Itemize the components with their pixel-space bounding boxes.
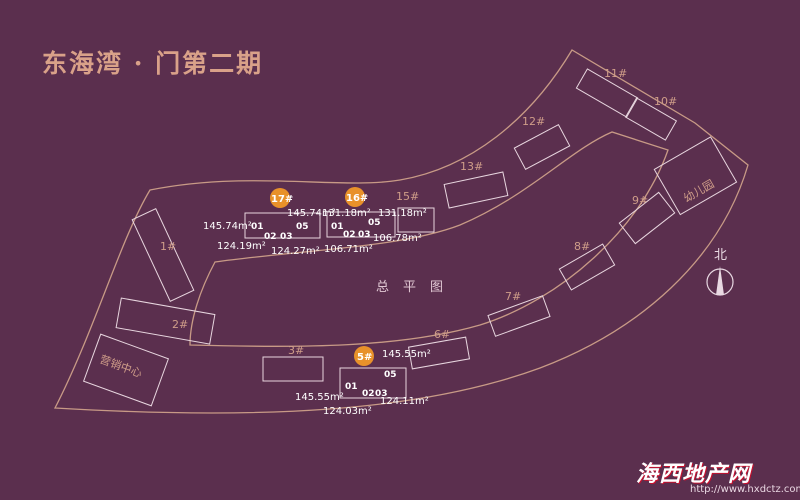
building-12: 12# <box>513 115 571 171</box>
unit-03: 03 <box>375 389 388 399</box>
building-17[interactable]: 17# 01 02 03 05 145.74m² 145.74m² 124.19… <box>203 188 336 257</box>
building-16-label: 16# <box>346 193 368 204</box>
area-d: 124.11m² <box>380 396 429 407</box>
area-a: 145.74m² <box>203 221 252 232</box>
building-2: 2# <box>115 297 216 345</box>
building-9: 9# <box>618 191 676 245</box>
building-3-label: 3# <box>288 344 304 357</box>
building-10: 10# <box>624 95 677 141</box>
unit-02: 02 <box>264 232 277 242</box>
watermark: 海西地产网 <box>636 456 751 488</box>
unit-03: 03 <box>358 230 371 240</box>
north-label: 北 <box>714 248 728 263</box>
unit-02: 02 <box>362 389 375 399</box>
building-13: 13# <box>443 160 509 209</box>
inner-road <box>189 131 669 348</box>
building-12-label: 12# <box>522 115 545 128</box>
watermark-url: http://www.hxdctz.com <box>690 484 800 495</box>
building-7: 7# <box>487 290 551 337</box>
site-outline <box>53 49 749 414</box>
area-b: 145.74m² <box>287 208 336 219</box>
area-d: 106.78m² <box>373 233 422 244</box>
building-1-label: 1# <box>160 240 176 253</box>
area-c: 106.71m² <box>324 244 373 255</box>
unit-05: 05 <box>368 218 381 228</box>
building-5-label: 5# <box>357 352 372 363</box>
building-17-badge <box>270 188 290 208</box>
unit-05: 05 <box>384 370 397 380</box>
building-15: 15# <box>396 190 435 233</box>
unit-03: 03 <box>280 232 293 242</box>
building-1: 1# <box>131 208 195 302</box>
building-7-label: 7# <box>505 290 521 303</box>
area-a: 131.18m² <box>322 208 371 219</box>
unit-01: 01 <box>251 222 264 232</box>
building-2-label: 2# <box>172 318 188 331</box>
building-5[interactable]: 5# 01 02 03 05 145.55m² 145.55m² 124.03m… <box>295 346 431 417</box>
building-13-label: 13# <box>460 160 483 173</box>
area-a: 145.55m² <box>295 392 344 403</box>
sales-center: 营销中心 <box>82 333 170 407</box>
building-11: 11# <box>575 67 639 118</box>
area-d: 124.27m² <box>271 246 320 257</box>
plan-title: 总平图 <box>376 280 458 295</box>
sales-center-label: 营销中心 <box>98 352 144 380</box>
building-17-label: 17# <box>271 194 293 205</box>
building-15-label: 15# <box>396 190 419 203</box>
building-9-label: 9# <box>632 194 648 207</box>
area-c: 124.19m² <box>217 241 266 252</box>
building-10-label: 10# <box>654 95 677 108</box>
building-3: 3# <box>262 344 324 382</box>
building-8: 8# <box>558 240 616 291</box>
building-6: 6# <box>407 328 471 370</box>
kindergarten-label: 幼儿园 <box>681 177 716 205</box>
page-title: 东海湾 · 门第二期 <box>42 49 264 78</box>
building-11-label: 11# <box>604 67 627 80</box>
north-arrow-icon <box>706 266 734 296</box>
unit-01: 01 <box>331 222 344 232</box>
building-5-badge <box>354 346 374 366</box>
unit-01: 01 <box>345 382 358 392</box>
building-16[interactable]: 16# 01 02 03 05 131.18m² 131.18m² 106.71… <box>322 187 427 255</box>
building-8-label: 8# <box>574 240 590 253</box>
area-b: 145.55m² <box>382 349 431 360</box>
unit-05: 05 <box>296 222 309 232</box>
area-b: 131.18m² <box>378 208 427 219</box>
watermark-name: 海西地产网 <box>636 462 752 487</box>
unit-02: 02 <box>343 230 356 240</box>
building-6-label: 6# <box>434 328 450 341</box>
area-c: 124.03m² <box>323 406 372 417</box>
building-16-badge <box>345 187 365 207</box>
